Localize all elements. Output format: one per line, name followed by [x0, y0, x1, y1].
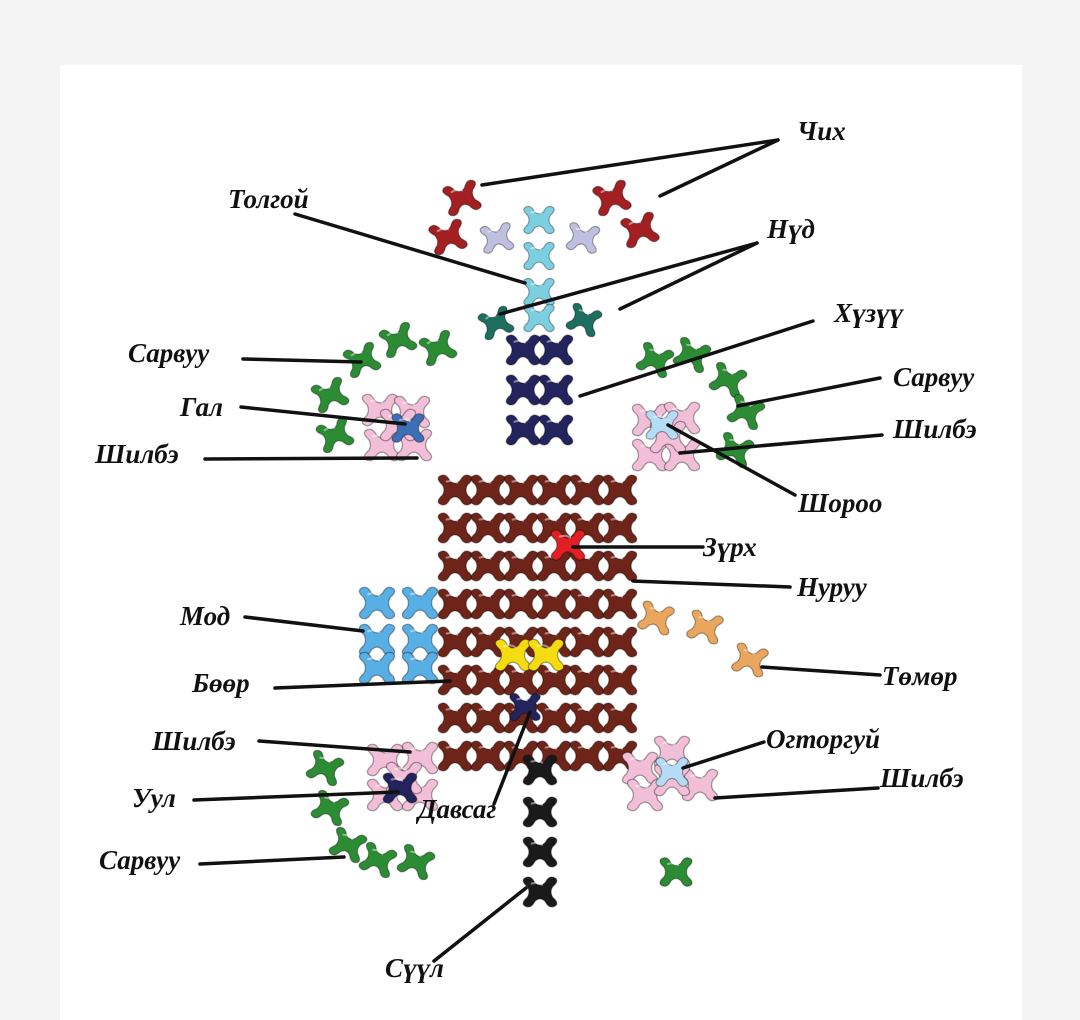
- label-suul: Сүүл: [385, 953, 444, 983]
- label-shilbe-lower-left: Шилбэ: [151, 726, 236, 756]
- label-davsag: Давсаг: [415, 794, 496, 824]
- earth-leader: [666, 423, 797, 497]
- label-uul: Уул: [132, 783, 176, 813]
- label-tolgoi: Толгой: [228, 184, 309, 214]
- label-mod: Мод: [179, 601, 230, 631]
- label-sarvuu-upper-right: Сарвуу: [893, 362, 975, 392]
- label-tumur: Төмөр: [882, 661, 958, 691]
- paw-leader: [241, 357, 363, 364]
- eye-leader: [498, 241, 759, 316]
- mountain-leader: [192, 790, 400, 802]
- shin-leader: [257, 739, 412, 754]
- fire-leader: [239, 405, 407, 426]
- label-zurkh: Зүрх: [702, 532, 757, 562]
- iron-leader: [760, 665, 882, 677]
- label-nuruu: Нуруу: [796, 572, 868, 602]
- label-chikh: Чих: [797, 116, 846, 146]
- shin-leader: [203, 456, 419, 461]
- paw-leader: [198, 855, 346, 866]
- ear-leader: [658, 138, 780, 198]
- label-shilbe-upper-right: Шилбэ: [892, 414, 977, 444]
- spine-leader: [631, 579, 792, 589]
- sky-leader: [681, 740, 766, 770]
- label-shilbe-lower-right: Шилбэ: [879, 763, 964, 793]
- label-gal: Гал: [179, 392, 223, 422]
- label-sarvuu-upper-left: Сарвуу: [128, 338, 210, 368]
- shin-leader: [713, 786, 880, 800]
- label-nud: Нүд: [766, 214, 815, 244]
- label-sarvuu-lower-left: Сарвуу: [99, 845, 181, 875]
- tail-leader: [432, 886, 528, 963]
- label-boor: Бөөр: [191, 668, 250, 698]
- head-leader: [293, 212, 527, 285]
- label-shoroo: Шороо: [797, 488, 882, 518]
- wood-leader: [243, 615, 365, 633]
- label-layer: ЧихТолгойНүдХүзүүСарвууСарвууГалШилбэШил…: [94, 116, 977, 983]
- leader-lines: [192, 138, 884, 963]
- paw-leader: [736, 376, 882, 408]
- ear-leader: [480, 138, 780, 187]
- bladder-leader: [492, 710, 532, 806]
- label-khuzuu: Хүзүү: [833, 298, 905, 328]
- neck-leader: [578, 319, 815, 398]
- eye-leader: [618, 241, 759, 311]
- label-shilbe-upper-left: Шилбэ: [94, 439, 179, 469]
- kidney-leader: [273, 679, 452, 690]
- label-ogtorgui: Огторгуй: [766, 724, 880, 754]
